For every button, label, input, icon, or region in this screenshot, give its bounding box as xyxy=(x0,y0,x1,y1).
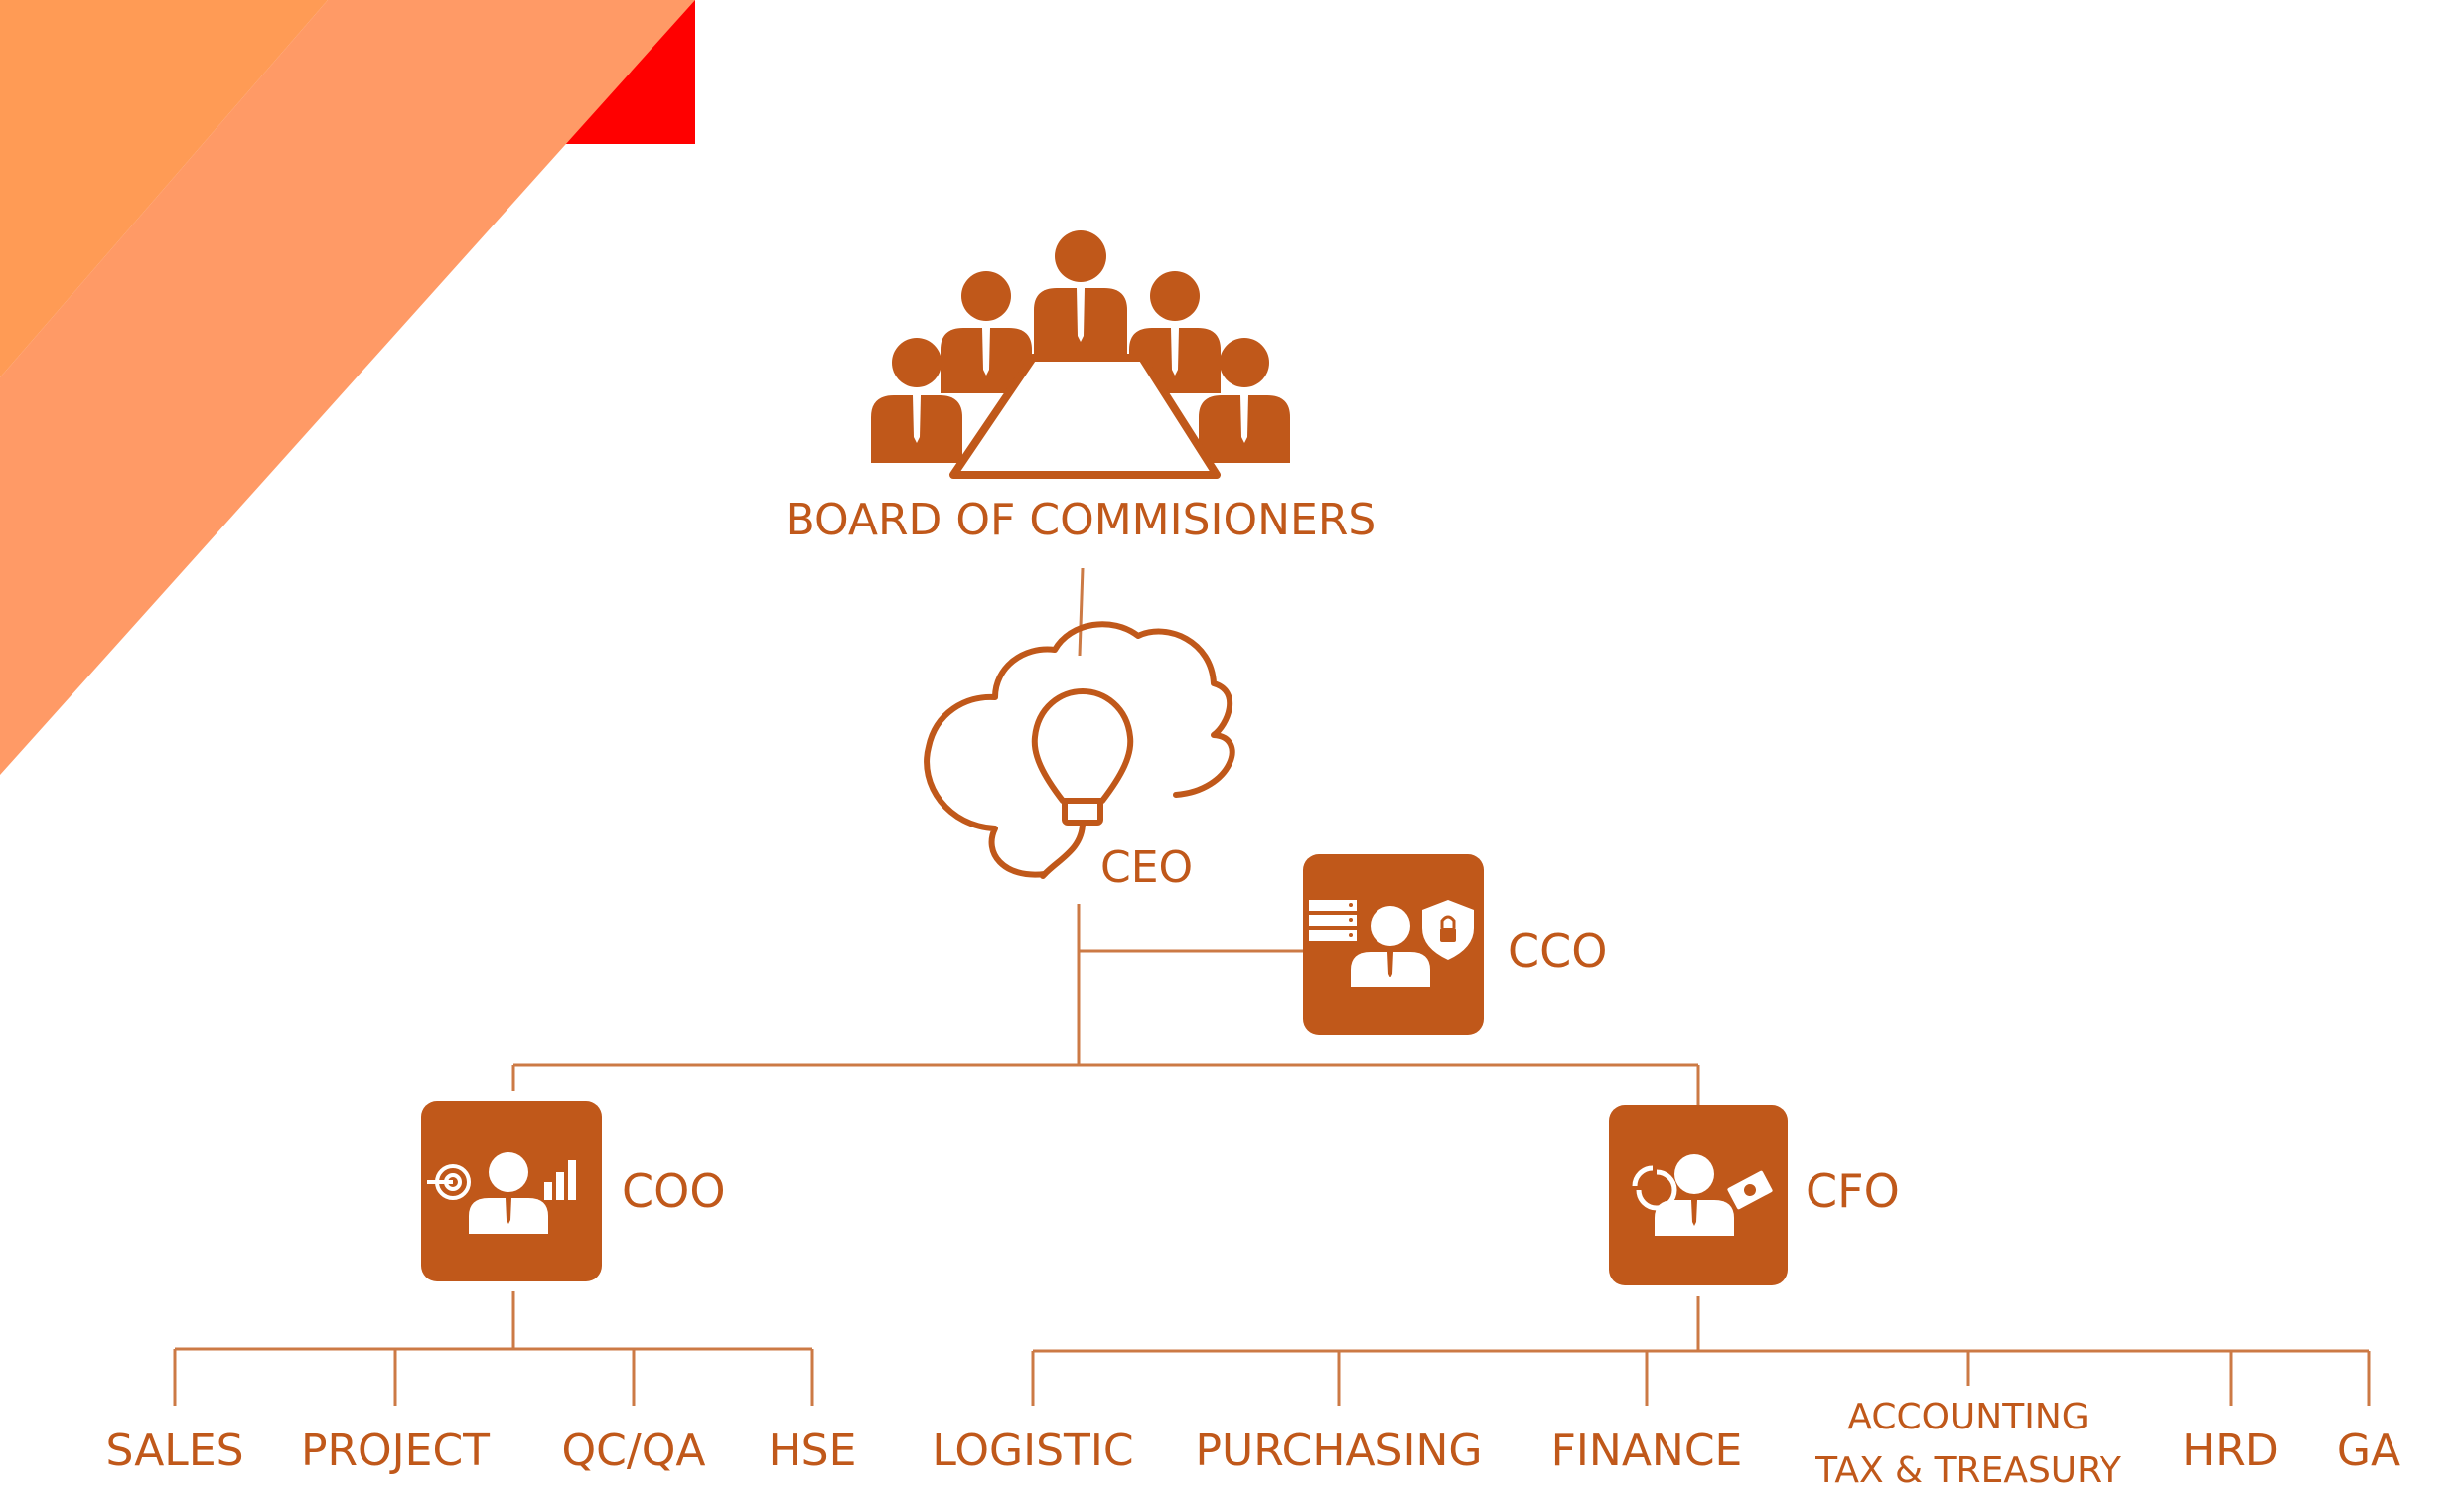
dept-project: PROJECT xyxy=(301,1426,490,1476)
deco-salmon-shape xyxy=(0,0,695,775)
cco-label: CCO xyxy=(1508,924,1607,977)
ceo-label: CEO xyxy=(1100,842,1193,893)
dept-hse: HSE xyxy=(769,1426,857,1476)
corner-decoration xyxy=(0,0,695,775)
dept-purchasing: PURCHASING xyxy=(1196,1426,1483,1476)
coo-user-target-chart-icon xyxy=(421,1101,602,1281)
coo-departments: SALES PROJECT QC/QA HSE xyxy=(105,1426,856,1476)
coo-label: COO xyxy=(622,1164,726,1218)
dept-finance: FINANCE xyxy=(1551,1426,1743,1476)
dept-hrd: HRD xyxy=(2182,1426,2279,1476)
cfo-user-pie-money-icon xyxy=(1609,1105,1788,1285)
cco-user-server-shield-icon xyxy=(1303,854,1484,1035)
connector-lines xyxy=(173,567,2371,1406)
board-meeting-icon xyxy=(871,230,1290,479)
dept-ga: GA xyxy=(2337,1426,2400,1476)
cloud-lightbulb-icon xyxy=(924,621,1235,879)
board-table xyxy=(949,354,1221,479)
board-label: BOARD OF COMMISIONERS xyxy=(786,495,1377,545)
cfo-label: CFO xyxy=(1806,1164,1900,1218)
dept-logistic: LOGISTIC xyxy=(932,1426,1133,1476)
cfo-departments: LOGISTIC PURCHASING FINANCE ACCOUNTING T… xyxy=(932,1397,2400,1491)
dept-qcqa: QC/QA xyxy=(562,1426,706,1476)
dept-accounting: ACCOUNTING xyxy=(1847,1397,2089,1437)
dept-accounting-subline: TAX & TREASURY xyxy=(1814,1450,2122,1491)
dept-sales: SALES xyxy=(105,1426,243,1476)
